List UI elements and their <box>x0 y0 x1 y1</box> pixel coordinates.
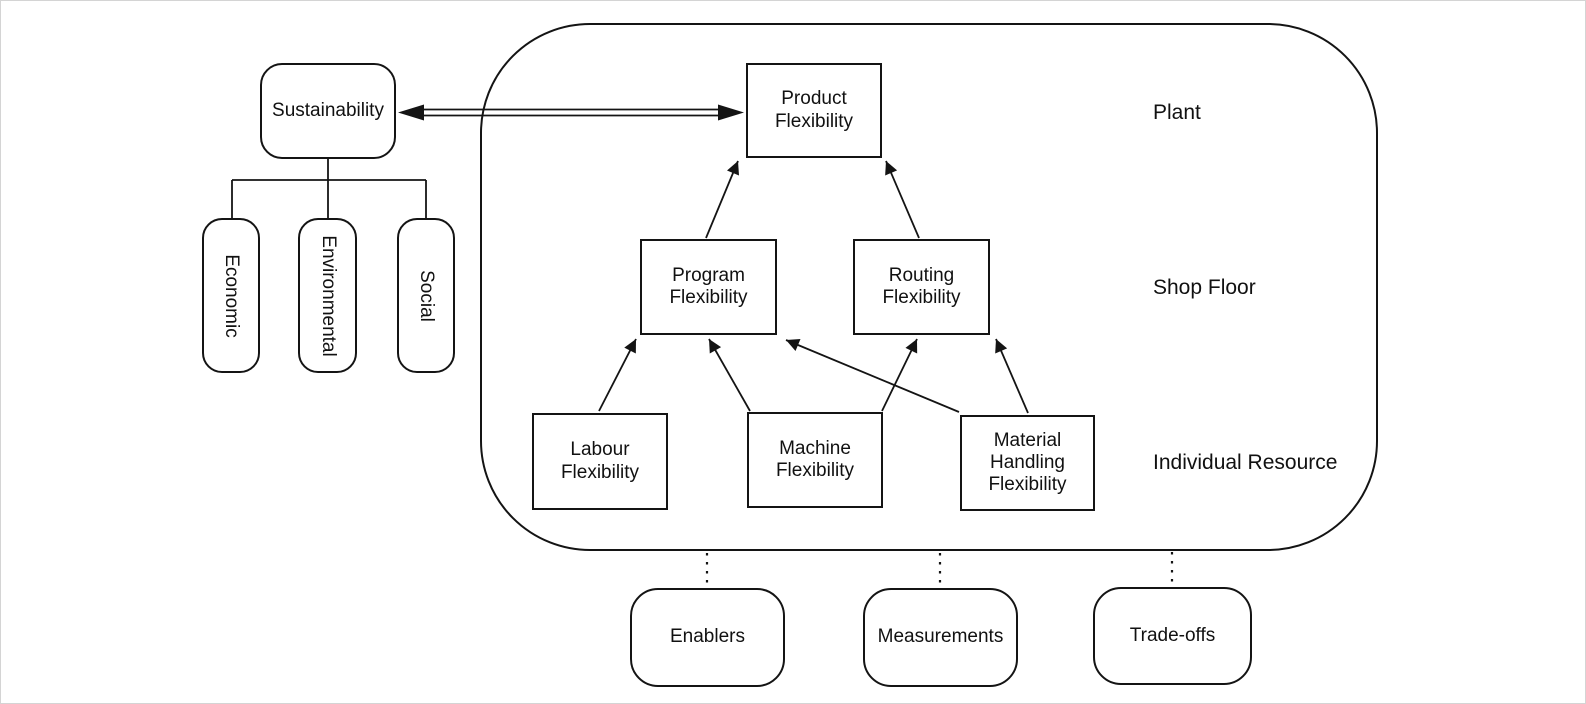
node-tradeoffs: Trade-offs <box>1093 587 1252 685</box>
arrow-program-to-product <box>705 160 740 239</box>
node-labour-flexibility: Labour Flexibility <box>532 413 668 510</box>
node-social-label: Social <box>416 269 437 322</box>
node-routing-flexibility: Routing Flexibility <box>853 239 990 335</box>
node-environmental-label: Environmental <box>317 234 339 357</box>
node-tradeoffs-label: Trade-offs <box>1129 624 1216 646</box>
node-product-flexibility: Product Flexibility <box>746 63 882 158</box>
level-label-shop-floor: Shop Floor <box>1153 276 1256 299</box>
arrow-machine-to-routing <box>881 338 918 412</box>
arrow-material-to-program <box>785 338 960 413</box>
sustainability-tree-connectors <box>231 159 427 219</box>
node-social: Social <box>397 218 455 373</box>
flexibility-system-container <box>480 23 1378 551</box>
node-machine-flexibility: Machine Flexibility <box>747 412 883 508</box>
arrowhead-left <box>398 104 424 121</box>
node-material-handling-flexibility-label: Material Handling Flexibility <box>988 429 1067 496</box>
sustainability-product-double-arrow <box>398 104 744 121</box>
node-economic-label: Economic <box>221 253 242 338</box>
node-program-flexibility-label: Program Flexibility <box>669 264 748 308</box>
node-sustainability-label: Sustainability <box>272 99 384 121</box>
level-label-plant: Plant <box>1153 101 1201 124</box>
arrow-labour-to-program <box>598 338 637 412</box>
node-routing-flexibility-label: Routing Flexibility <box>882 264 961 308</box>
node-machine-flexibility-label: Machine Flexibility <box>775 437 855 481</box>
arrow-routing-to-product <box>885 160 920 239</box>
node-material-handling-flexibility: Material Handling Flexibility <box>960 415 1095 511</box>
node-sustainability: Sustainability <box>260 63 396 159</box>
node-product-flexibility-label: Product Flexibility <box>774 88 854 132</box>
node-measurements: Measurements <box>863 588 1018 687</box>
node-economic: Economic <box>202 218 260 373</box>
arrow-machine-to-program <box>708 338 751 412</box>
node-program-flexibility: Program Flexibility <box>640 239 777 335</box>
arrowhead-right <box>718 104 744 121</box>
level-label-individual-resource: Individual Resource <box>1153 451 1338 474</box>
node-environmental: Environmental <box>298 218 357 373</box>
node-enablers: Enablers <box>630 588 785 687</box>
arrow-material-to-routing <box>995 338 1029 414</box>
node-measurements-label: Measurements <box>877 626 1004 648</box>
node-labour-flexibility-label: Labour Flexibility <box>560 439 640 483</box>
node-enablers-label: Enablers <box>670 626 745 648</box>
